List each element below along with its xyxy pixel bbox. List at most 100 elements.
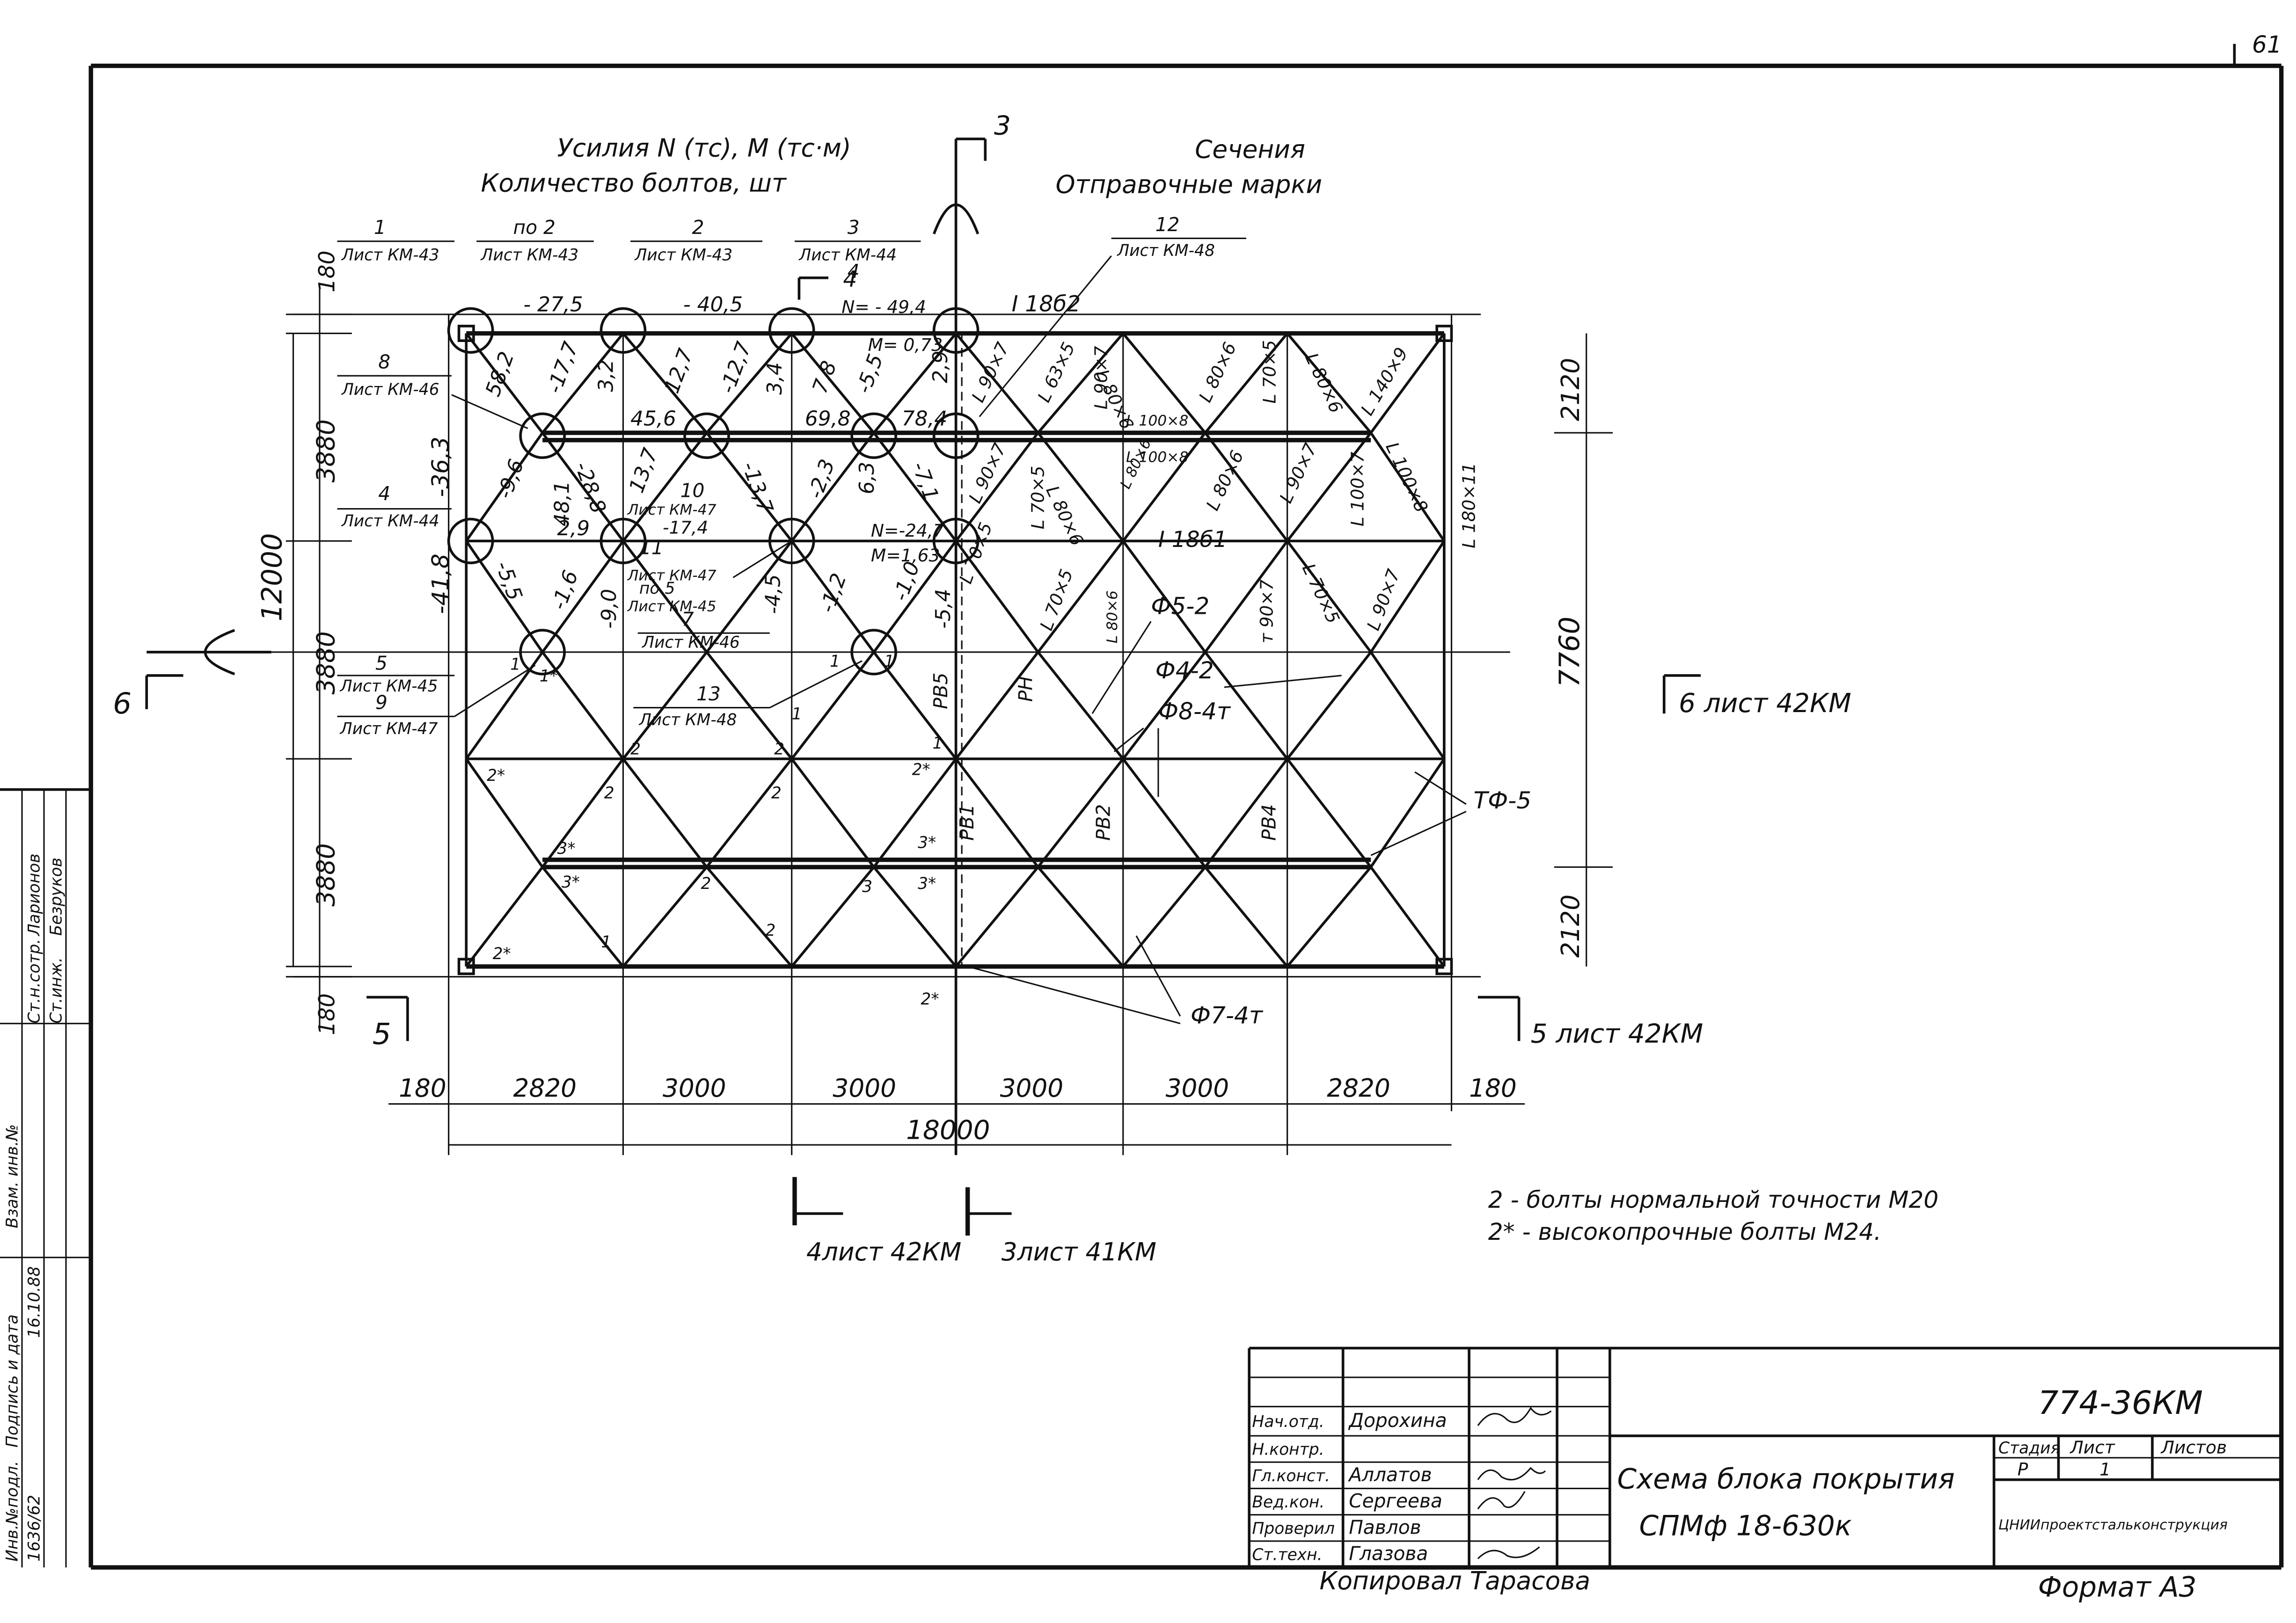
sheet-value: 1 xyxy=(2099,1459,2111,1479)
staff-role-2: Н.контр. xyxy=(1252,1441,1324,1459)
staff-name-5: Павлов xyxy=(1349,1516,1421,1538)
force-top-2: - 40,5 xyxy=(683,293,743,317)
brace-2: РН xyxy=(1014,676,1037,702)
callout-5-num: 4 xyxy=(848,260,860,283)
force-diag-15: -13,7 xyxy=(737,459,778,517)
dim-left-4: 3880 xyxy=(311,631,340,694)
dim-h-8: 180 xyxy=(1469,1074,1517,1103)
format-label: Формат А3 xyxy=(2038,1572,2197,1604)
dim-h-5: 3000 xyxy=(1000,1074,1064,1103)
bolt-marks: 1 2* 1* 2 2 1 2* 3* 3* 2* 2 3 3* 1 2* 2 … xyxy=(487,652,943,1009)
callout-11-ref: Лист КМ-47 xyxy=(627,568,717,584)
force-diag-6: 3,4 xyxy=(763,362,787,395)
dim-total: 18000 xyxy=(906,1115,990,1146)
heading-bolts: Количество болтов, шт xyxy=(481,168,788,197)
brace-4: РВ2 xyxy=(1092,804,1115,841)
bolt-mark-12: 3 xyxy=(862,877,872,896)
section-marks xyxy=(145,138,1701,1236)
force-mid-7: M=1,63 xyxy=(871,545,940,566)
callout-12-ref: Лист КМ-48 xyxy=(1116,241,1215,260)
callout-4b-num: 4 xyxy=(378,482,390,505)
force-diag-2: -17,7 xyxy=(542,339,583,397)
staff-name-3: Аллатов xyxy=(1347,1463,1432,1486)
bolt-mark-6: 1 xyxy=(830,652,840,671)
force-diag-1: 58,2 xyxy=(481,349,519,400)
sheets-label: Листов xyxy=(2160,1437,2227,1458)
force-mid-4: 2,9 xyxy=(557,517,590,540)
force-mid-3: 78,4 xyxy=(902,407,948,430)
dim-left-6: 180 xyxy=(314,993,340,1035)
dimension-values: 180 3880 12000 3880 3880 180 2120 7760 2… xyxy=(256,251,1586,1146)
callout-3-num: 2 xyxy=(692,216,704,239)
callout-10-num: 10 xyxy=(680,480,705,502)
bolt-mark-10: 2* xyxy=(493,945,511,963)
callout-9-ref: Лист КМ-47 xyxy=(339,720,438,738)
callout-13-num: 13 xyxy=(696,683,721,705)
bolt-mark-5: 2 xyxy=(774,740,784,759)
bolt-mark-21: 1 xyxy=(932,734,943,753)
side-stamp xyxy=(0,788,91,1568)
force-diag-8: -5,5 xyxy=(852,351,888,397)
force-diag-12: -28,8 xyxy=(570,459,611,517)
staff-role-6: Ст.техн. xyxy=(1252,1546,1322,1565)
stay-4: ТФ-5 xyxy=(1473,787,1531,814)
section-top-chord: I 18б2 xyxy=(1012,291,1081,317)
copied-by: Копировал Тарасова xyxy=(1320,1566,1591,1595)
callout-4b-ref: Лист КМ-44 xyxy=(341,512,439,531)
section-angle-15: L 80×6 xyxy=(1042,483,1087,549)
force-diag-19: -41,8 xyxy=(427,553,454,614)
bolt-mark-18: 3* xyxy=(918,834,936,852)
bolt-mark-14: 1 xyxy=(601,933,611,952)
side-stamp-1b: 1636/62 xyxy=(25,1495,44,1562)
force-diag-26: -5,4 xyxy=(931,589,955,628)
side-stamp-3c: Ст.инж. xyxy=(47,957,66,1024)
bolt-mark-4: 2 xyxy=(630,740,641,759)
bolt-mark-9: 3* xyxy=(562,873,580,892)
callout-7-num: 7 xyxy=(682,608,694,631)
staff-name-1: Дорохина xyxy=(1348,1409,1447,1432)
stay-1: Ф5-2 xyxy=(1151,593,1209,620)
staff-role-4: Вед.кон. xyxy=(1252,1493,1324,1512)
side-stamp-4b: Безруков xyxy=(47,858,66,936)
section-angle-24: L 70×5 xyxy=(1298,560,1344,627)
signatures xyxy=(1477,1406,1552,1559)
dim-left-3: 12000 xyxy=(256,533,288,621)
section-mark-3: 3 xyxy=(994,111,1011,141)
staff-rows: Нач.отд. Дорохина Н.контр. Гл.конст. Алл… xyxy=(1252,1409,1447,1565)
section-angle-5: L 80×6 xyxy=(1195,339,1240,406)
drawing-title-2: СПМф 18-630к xyxy=(1639,1510,1851,1543)
stay-2: Ф4-2 xyxy=(1155,657,1214,684)
force-mid-2: 69,8 xyxy=(805,407,851,430)
staff-role-3: Гл.конст. xyxy=(1252,1467,1330,1485)
section-angle-10: L 100×8 xyxy=(1126,449,1188,466)
force-mid-1: 45,6 xyxy=(630,407,676,430)
stay-5: Ф7-4т xyxy=(1191,1002,1264,1029)
force-diag-9: 2,9 xyxy=(929,350,952,383)
heading-forces: Усилия N (тс), M (тс·м) xyxy=(557,133,851,162)
force-diag-17: 6,3 xyxy=(855,462,879,495)
callout-13-ref: Лист КМ-48 xyxy=(638,711,737,729)
section-mark-6: 6 xyxy=(113,686,132,721)
callout-5b-ref: Лист КМ-45 xyxy=(339,677,438,696)
section-angle-2: L 63×5 xyxy=(1033,339,1079,406)
section-mark-4: 4 xyxy=(843,267,857,292)
dim-left-2: 3880 xyxy=(311,419,340,482)
force-diag-5: -12,7 xyxy=(716,339,756,397)
callout-3-ref: Лист КМ-43 xyxy=(634,246,733,264)
staff-name-6: Глазова xyxy=(1349,1543,1428,1565)
bolt-mark-8: 3* xyxy=(557,839,575,858)
note-2: 2* - высокопрочные болты М24. xyxy=(1488,1218,1881,1245)
section-mark-5-ref: 5 лист 42КМ xyxy=(1531,1019,1704,1049)
sheet-number: 61 xyxy=(2252,31,2282,58)
force-diag-11: -9,6 xyxy=(493,456,529,502)
force-top-4: M= 0,73 xyxy=(868,335,943,355)
bolt-mark-20: 1 xyxy=(884,652,894,671)
organization: ЦНИИпроектстальконструкция xyxy=(1998,1517,2228,1533)
drawing-code: 774-36КМ xyxy=(2038,1384,2203,1422)
stage-label: Стадия xyxy=(1998,1439,2060,1458)
callout-2-ref: Лист КМ-43 xyxy=(480,246,579,264)
force-diag-10: -36,3 xyxy=(427,437,454,497)
dim-right-3: 2120 xyxy=(1556,895,1585,958)
section-angle-19: L 180×11 xyxy=(1459,462,1479,548)
